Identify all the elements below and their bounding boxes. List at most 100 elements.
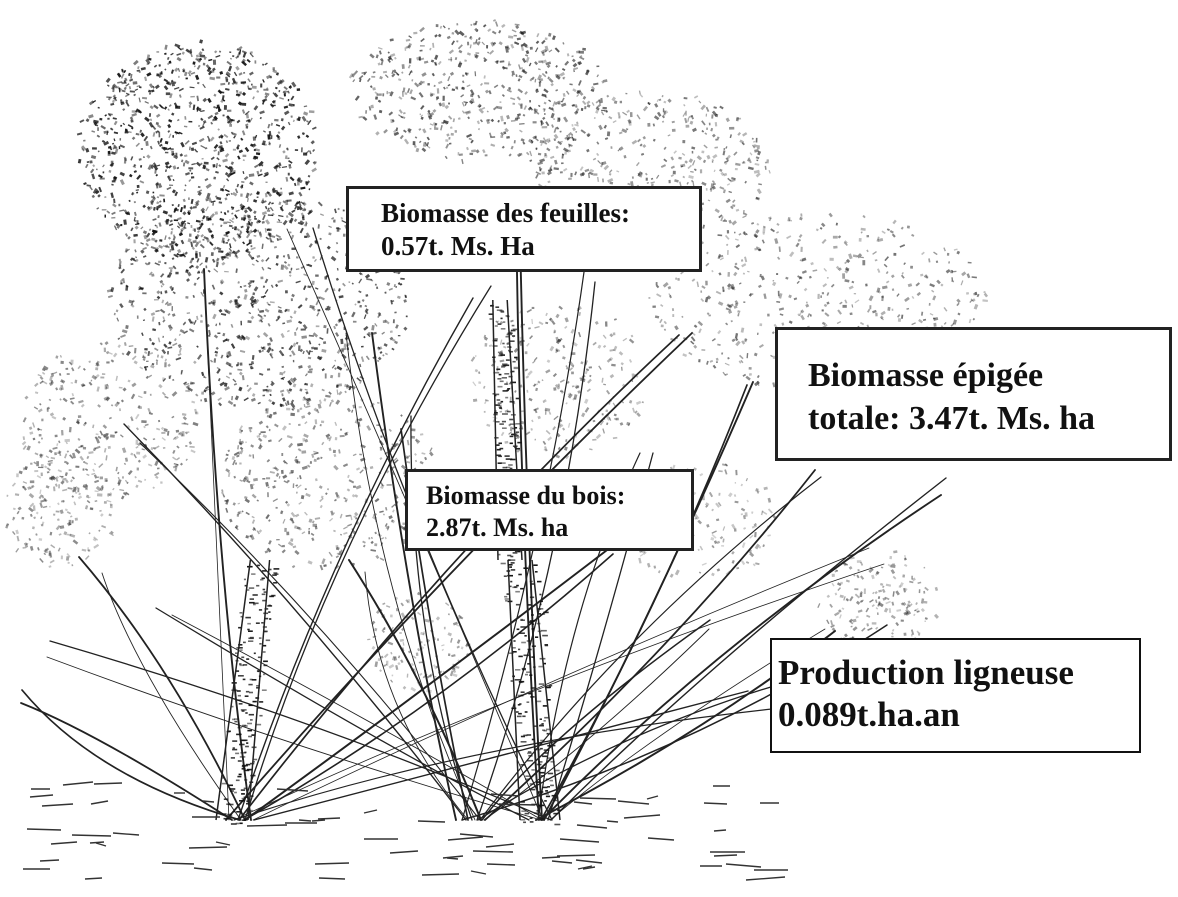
foliage-speck bbox=[477, 95, 480, 99]
foliage-speck bbox=[281, 333, 285, 338]
foliage-speck bbox=[728, 492, 733, 497]
foliage-speck bbox=[146, 190, 150, 194]
foliage-speck bbox=[104, 448, 107, 453]
foliage-speck bbox=[239, 91, 242, 94]
foliage-speck bbox=[532, 307, 535, 309]
foliage-speck bbox=[972, 276, 977, 278]
foliage-speck bbox=[626, 110, 630, 113]
foliage-speck bbox=[173, 179, 175, 181]
trunk-texture bbox=[259, 609, 262, 611]
foliage-speck bbox=[266, 237, 270, 240]
foliage-speck bbox=[194, 65, 196, 67]
foliage-speck bbox=[438, 81, 443, 85]
foliage-speck bbox=[291, 470, 294, 473]
foliage-speck bbox=[520, 104, 522, 109]
foliage-speck bbox=[65, 472, 68, 476]
foliage-speck bbox=[297, 88, 300, 91]
foliage-speck bbox=[143, 358, 146, 361]
foliage-speck bbox=[60, 509, 64, 514]
foliage-speck bbox=[291, 115, 293, 117]
foliage-speck bbox=[566, 367, 568, 369]
foliage-speck bbox=[476, 149, 480, 153]
foliage-speck bbox=[319, 485, 323, 489]
trunk-texture bbox=[256, 585, 259, 587]
foliage-speck bbox=[237, 228, 240, 231]
foliage-speck bbox=[128, 380, 131, 383]
foliage-speck bbox=[134, 360, 138, 364]
foliage-speck bbox=[685, 111, 687, 116]
foliage-speck bbox=[550, 83, 553, 86]
foliage-speck bbox=[222, 255, 227, 258]
foliage-speck bbox=[368, 537, 370, 539]
foliage-speck bbox=[555, 314, 559, 319]
trunk-texture bbox=[244, 788, 248, 790]
foliage-speck bbox=[525, 375, 529, 378]
foliage-speck bbox=[228, 82, 230, 85]
foliage-speck bbox=[70, 401, 74, 405]
foliage-speck bbox=[402, 64, 405, 69]
foliage-speck bbox=[271, 285, 274, 289]
foliage-speck bbox=[306, 135, 310, 138]
foliage-speck bbox=[605, 137, 608, 140]
foliage-speck bbox=[621, 362, 624, 365]
foliage-speck bbox=[179, 254, 185, 257]
foliage-speck bbox=[475, 355, 477, 357]
foliage-speck bbox=[197, 277, 200, 280]
foliage-speck bbox=[317, 457, 320, 460]
foliage-speck bbox=[499, 41, 503, 45]
foliage-speck bbox=[354, 512, 358, 516]
foliage-speck bbox=[72, 393, 74, 396]
foliage-speck bbox=[319, 498, 324, 502]
foliage-speck bbox=[411, 617, 415, 621]
foliage-speck bbox=[754, 353, 758, 357]
foliage-speck bbox=[595, 109, 599, 114]
foliage-speck bbox=[410, 687, 416, 692]
foliage-speck bbox=[688, 175, 694, 179]
foliage-speck bbox=[526, 152, 530, 156]
foliage-speck bbox=[806, 302, 808, 304]
foliage-speck bbox=[102, 209, 107, 210]
foliage-speck bbox=[757, 188, 762, 194]
foliage-speck bbox=[625, 93, 627, 95]
foliage-speck bbox=[186, 278, 190, 282]
foliage-speck bbox=[691, 146, 695, 149]
foliage-speck bbox=[752, 138, 754, 140]
foliage-speck bbox=[885, 601, 890, 604]
foliage-speck bbox=[155, 476, 159, 479]
foliage-speck bbox=[288, 212, 294, 218]
foliage-speck bbox=[844, 279, 849, 282]
foliage-speck bbox=[969, 319, 972, 323]
foliage-speck bbox=[228, 252, 231, 257]
foliage-speck bbox=[233, 404, 235, 407]
foliage-speck bbox=[252, 143, 257, 148]
foliage-speck bbox=[856, 575, 859, 579]
foliage-speck bbox=[751, 511, 753, 514]
foliage-speck bbox=[298, 304, 303, 309]
foliage-speck bbox=[542, 126, 548, 128]
foliage-speck bbox=[287, 158, 289, 160]
foliage-speck bbox=[403, 87, 406, 92]
trunk-texture bbox=[242, 710, 245, 712]
foliage-speck bbox=[37, 475, 42, 479]
foliage-speck bbox=[584, 399, 588, 404]
foliage-speck bbox=[49, 399, 52, 401]
foliage-speck bbox=[388, 51, 390, 53]
foliage-speck bbox=[267, 210, 271, 212]
foliage-speck bbox=[89, 100, 94, 105]
foliage-speck bbox=[257, 314, 262, 318]
foliage-speck bbox=[35, 452, 39, 455]
foliage-speck bbox=[375, 661, 378, 667]
foliage-speck bbox=[663, 101, 666, 104]
foliage-speck bbox=[168, 165, 172, 169]
foliage-speck bbox=[325, 373, 327, 378]
foliage-speck bbox=[270, 123, 273, 126]
foliage-speck bbox=[243, 285, 246, 287]
foliage-speck bbox=[901, 275, 905, 279]
foliage-speck bbox=[208, 59, 212, 61]
foliage-speck bbox=[160, 481, 162, 483]
foliage-speck bbox=[54, 452, 57, 455]
foliage-speck bbox=[343, 463, 348, 467]
foliage-speck bbox=[623, 155, 626, 158]
foliage-speck bbox=[190, 87, 195, 89]
foliage-speck bbox=[285, 200, 288, 205]
